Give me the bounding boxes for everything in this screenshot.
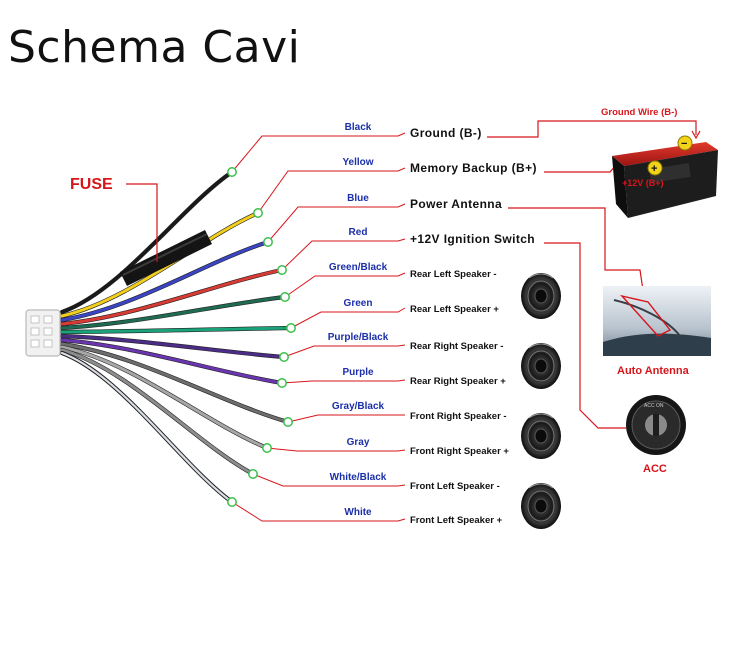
callout-line-purple-black <box>283 344 406 358</box>
wire-end-marker <box>263 237 273 247</box>
antenna-callout-line <box>508 207 646 305</box>
wire-red <box>60 268 284 326</box>
wire-purple-black <box>60 334 286 359</box>
wire-function-label: Front Left Speaker + <box>410 515 503 526</box>
svg-text:ACC ON: ACC ON <box>644 403 664 409</box>
wire-color-label: Green <box>344 298 373 309</box>
wire-purple <box>60 338 284 385</box>
wire-color-label: Gray/Black <box>332 401 385 412</box>
callout-line-white-black <box>252 473 406 487</box>
callout-line-yellow <box>257 167 406 214</box>
wire-function-label: +12V Ignition Switch <box>410 232 535 246</box>
wire-green-black <box>60 295 287 330</box>
wire-end-marker <box>277 265 287 275</box>
callout-line-white <box>231 501 406 522</box>
wire-end-marker <box>262 443 272 453</box>
car-battery-icon: + − +12V (B+) <box>612 135 718 218</box>
wire-end-marker <box>279 352 289 362</box>
ignition-switch-icon: ACC ON ACC <box>626 395 686 475</box>
ground-wire-label: Ground Wire (B-) <box>601 107 677 118</box>
wire-end-marker <box>248 469 258 479</box>
callout-line-green-black <box>284 272 406 298</box>
wire-function-label: Memory Backup (B+) <box>410 161 537 175</box>
speaker-icon <box>521 413 561 459</box>
acc-label: ACC <box>643 463 667 475</box>
wire-color-label: Blue <box>347 193 369 204</box>
wire-gray <box>60 345 269 450</box>
wire-function-label: Rear Right Speaker - <box>410 341 503 352</box>
wire-color-label: Purple <box>342 367 374 378</box>
wire-color-label: Red <box>349 227 368 238</box>
wire-function-label: Ground (B-) <box>410 126 482 140</box>
wire-end-marker <box>280 292 290 302</box>
callout-line-blue <box>267 203 406 243</box>
callout-line-gray-black <box>287 414 405 423</box>
wire-black <box>60 170 234 314</box>
ground-wire-callout: Ground Wire (B-) <box>487 107 701 140</box>
wire-green <box>60 326 293 334</box>
page-title: Schema Cavi <box>8 22 301 73</box>
wire-color-label: Green/Black <box>329 262 388 273</box>
wire-end-marker <box>286 323 296 333</box>
wire-end-marker <box>227 167 237 177</box>
wire-color-label: Black <box>345 122 372 133</box>
fuse-holder <box>120 230 212 286</box>
wire-function-label: Rear Right Speaker + <box>410 376 506 387</box>
wire-yellow <box>60 211 260 318</box>
wire-white <box>60 351 234 504</box>
wire-color-label: White <box>344 507 372 518</box>
wire-function-label: Rear Left Speaker + <box>410 304 499 315</box>
wire-color-label: Gray <box>347 437 370 448</box>
svg-text:−: − <box>681 138 687 150</box>
wire-end-marker <box>283 417 293 427</box>
wire-harness <box>59 169 294 505</box>
wire-color-label: Purple/Black <box>328 332 389 343</box>
speaker-icon <box>521 273 561 319</box>
wire-function-label: Front Left Speaker - <box>410 481 500 492</box>
wire-blue <box>60 240 270 322</box>
fuse-callout: FUSE <box>70 176 158 262</box>
speaker-icon <box>521 483 561 529</box>
fuse-label: FUSE <box>70 176 113 193</box>
callout-line-purple <box>281 379 406 384</box>
callout-line-gray <box>266 447 406 452</box>
callout-line-green <box>290 307 406 329</box>
auto-antenna-image: Auto Antenna <box>603 286 711 377</box>
wire-end-marker <box>227 497 237 507</box>
wire-color-label: Yellow <box>342 157 373 168</box>
battery-callout-line <box>544 164 617 173</box>
svg-text:+: + <box>651 163 657 175</box>
wire-white-black <box>60 348 255 476</box>
acc-callout-line <box>544 242 626 429</box>
battery-voltage-label: +12V (B+) <box>622 178 664 188</box>
wire-end-marker <box>277 378 287 388</box>
callout-line-red <box>281 238 406 271</box>
wire-function-label: Rear Left Speaker - <box>410 269 497 280</box>
wire-end-marker <box>253 208 263 218</box>
wire-color-label: White/Black <box>330 472 387 483</box>
wire-function-label: Power Antenna <box>410 197 502 211</box>
wire-function-label: Front Right Speaker + <box>410 446 509 457</box>
speaker-icon <box>521 343 561 389</box>
wire-function-label: Front Right Speaker - <box>410 411 507 422</box>
wire-connector <box>25 309 61 357</box>
auto-antenna-label: Auto Antenna <box>617 365 690 377</box>
callout-line-black <box>231 132 406 173</box>
wire-gray-black <box>60 342 290 424</box>
